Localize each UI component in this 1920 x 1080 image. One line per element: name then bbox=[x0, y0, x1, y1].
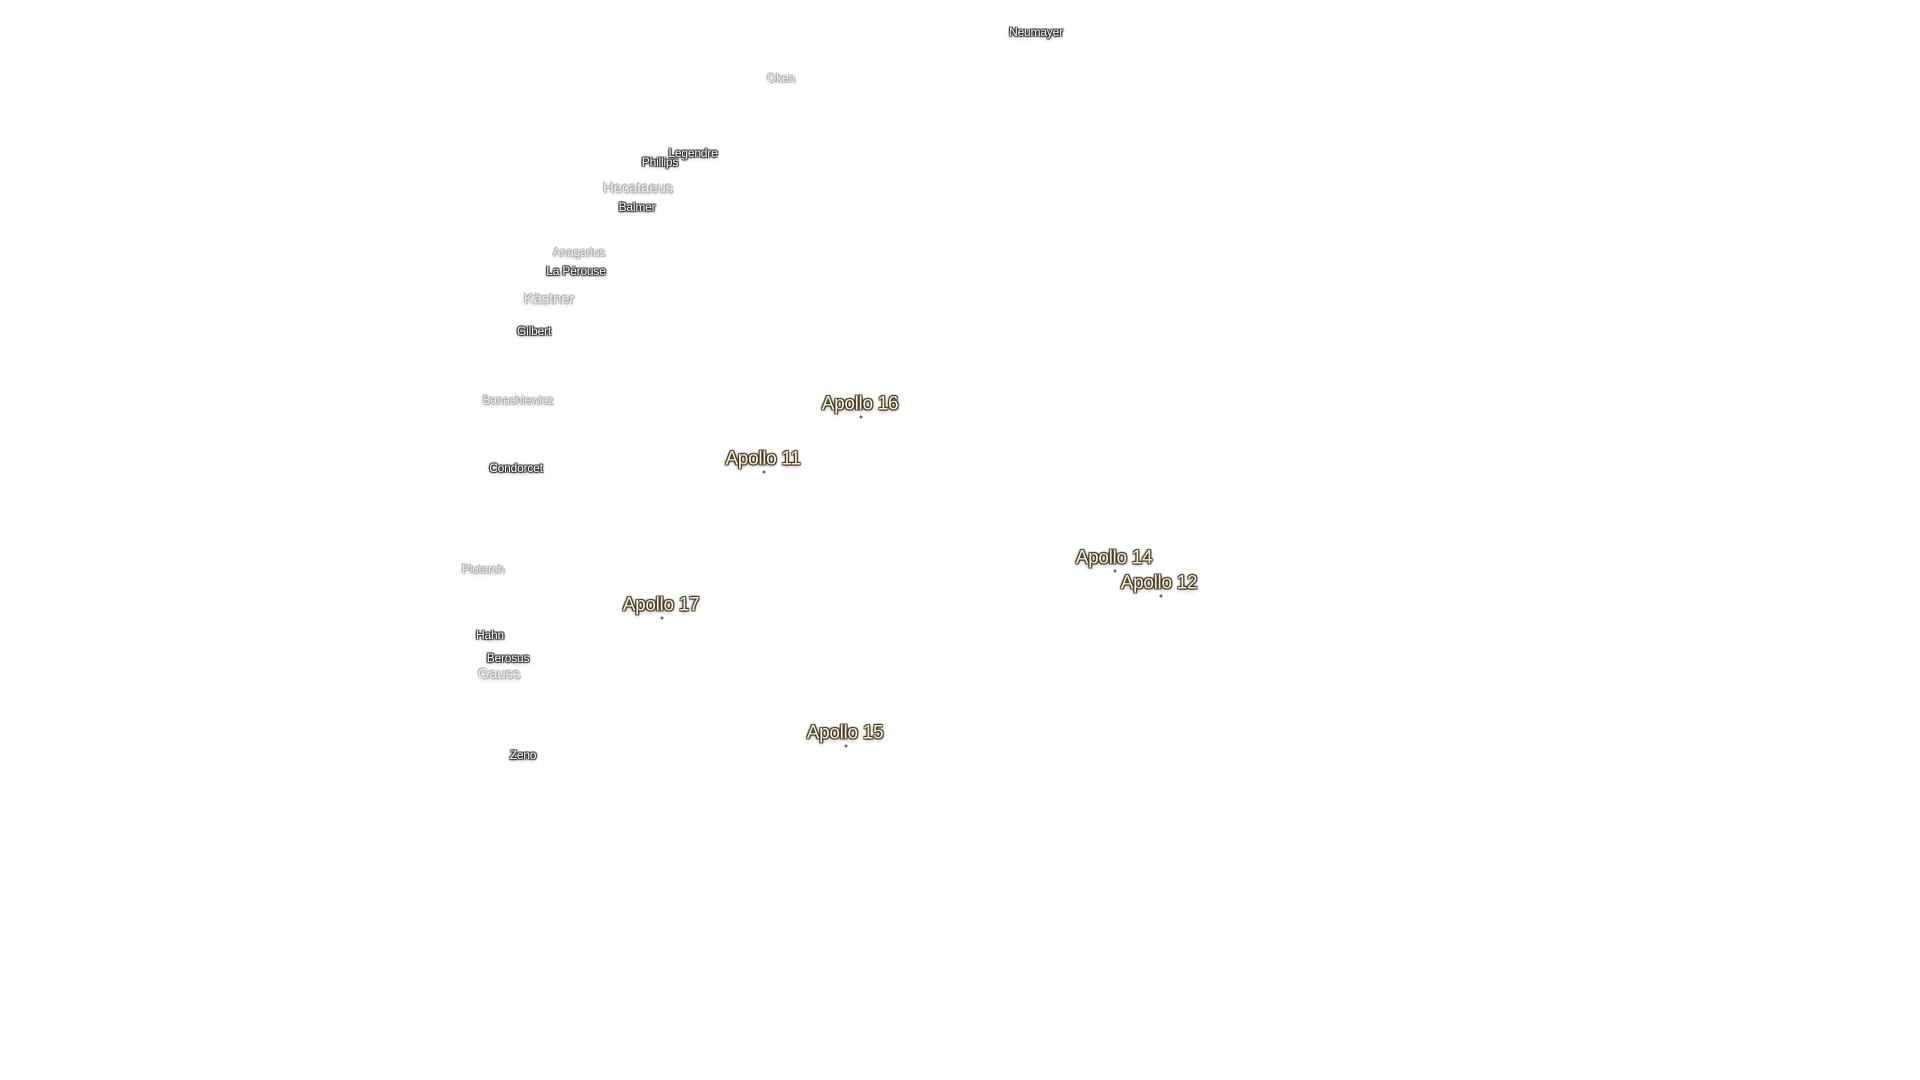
crater-label-banachiewicz[interactable]: Banachiewicz bbox=[482, 393, 554, 407]
crater-label-hahn[interactable]: Hahn bbox=[476, 628, 504, 642]
crater-label-phillips[interactable]: Phillips bbox=[641, 155, 679, 169]
crater-label-kastner[interactable]: Kästner bbox=[523, 290, 575, 308]
crater-label-plutarch[interactable]: Plutarch bbox=[461, 562, 505, 576]
crater-label-gauss[interactable]: Gauss bbox=[477, 665, 521, 683]
crater-label-la-perouse[interactable]: La Pérouse bbox=[546, 264, 606, 278]
apollo-17-site-marker[interactable] bbox=[660, 616, 664, 620]
apollo-15-label[interactable]: Apollo 15 bbox=[806, 722, 884, 744]
crater-label-oken[interactable]: Oken bbox=[767, 71, 795, 85]
crater-label-neumayer[interactable]: Neumayer bbox=[1009, 25, 1063, 39]
apollo-16-site-marker[interactable] bbox=[859, 415, 863, 419]
crater-label-gilbert[interactable]: Gilbert bbox=[517, 324, 551, 338]
apollo-14-site-marker[interactable] bbox=[1113, 569, 1117, 573]
crater-label-condorcet[interactable]: Condorcet bbox=[489, 461, 543, 475]
crater-label-anagarius[interactable]: Anagarius bbox=[552, 245, 606, 259]
apollo-14-label[interactable]: Apollo 14 bbox=[1075, 547, 1153, 569]
apollo-11-label[interactable]: Apollo 11 bbox=[725, 448, 801, 470]
apollo-17-label[interactable]: Apollo 17 bbox=[622, 594, 700, 616]
apollo-12-site-marker[interactable] bbox=[1159, 594, 1163, 598]
crater-label-hecataeus[interactable]: Hecataeus bbox=[603, 179, 673, 197]
apollo-11-site-marker[interactable] bbox=[762, 470, 766, 474]
crater-label-legendre[interactable]: Legendre bbox=[668, 146, 718, 160]
apollo-12-label[interactable]: Apollo 12 bbox=[1120, 572, 1198, 594]
apollo-16-label[interactable]: Apollo 16 bbox=[821, 393, 899, 415]
crater-label-balmer[interactable]: Balmer bbox=[618, 200, 656, 214]
crater-label-zeno[interactable]: Zeno bbox=[509, 748, 537, 762]
apollo-15-site-marker[interactable] bbox=[844, 744, 848, 748]
crater-label-berosus[interactable]: Berosus bbox=[486, 651, 530, 665]
